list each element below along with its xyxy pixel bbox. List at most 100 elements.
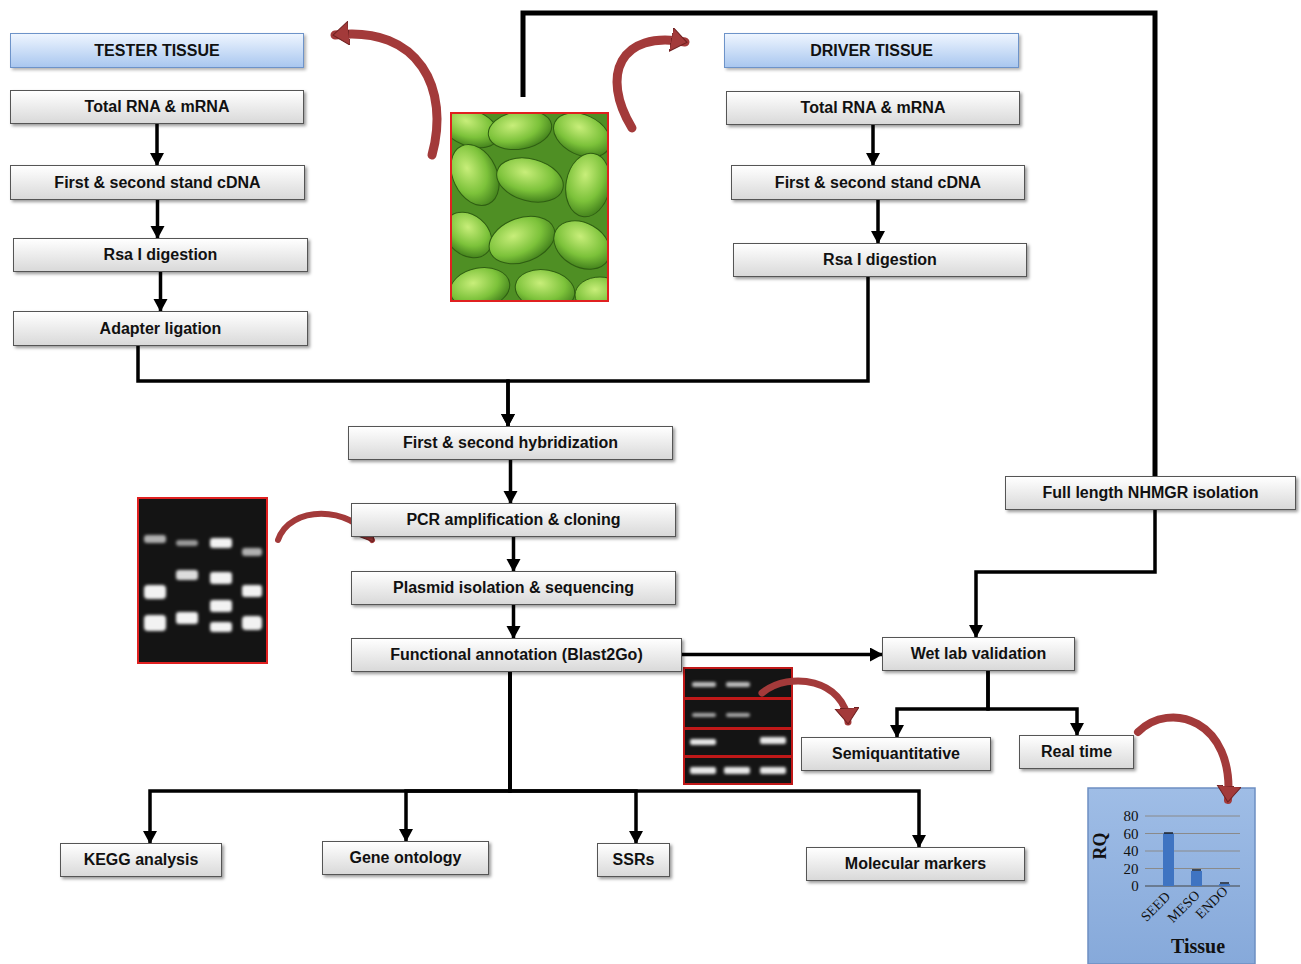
gel-strips-part-part (726, 682, 750, 687)
gel-strips-part-part (724, 767, 750, 774)
process-box: Real time (1019, 735, 1134, 769)
gel-strips-part (684, 757, 792, 784)
flow-arrow (897, 671, 988, 737)
seed-photo-part-part (561, 150, 608, 221)
process-box: Full length NHMGR isolation (1005, 476, 1296, 510)
seed-photo-part (451, 113, 608, 301)
box-label: Molecular markers (845, 855, 986, 873)
rq-bar-chart-part-part (1220, 882, 1229, 883)
flow-arrow (509, 460, 513, 503)
box-label: Total RNA & mRNA (85, 98, 230, 116)
flow-arrow (406, 672, 510, 841)
gel-strips-part (684, 699, 792, 728)
box-label: Gene ontology (350, 849, 462, 867)
seed-photo (435, 101, 625, 315)
axis-tick-label: 0 (1131, 878, 1139, 895)
gel-image-part-part (176, 612, 198, 624)
process-box: First & second hybridization (348, 426, 673, 460)
rq-bar-chart-part (1088, 788, 1255, 964)
gel-strips-part-part (726, 713, 750, 717)
gel-image-part-part (210, 538, 232, 548)
box-label: Plasmid isolation & sequencing (393, 579, 634, 597)
box-label: First & second stand cDNA (775, 174, 981, 192)
axis-title: Tissue (1171, 935, 1225, 958)
callout-arrow-part (617, 40, 685, 128)
seed-photo-part-part (485, 113, 555, 154)
gel-strips-part (690, 682, 786, 774)
tissue-header-box: TESTER TISSUE (10, 33, 304, 68)
gel-image (138, 498, 267, 663)
rq-bar-chart-part (1145, 816, 1240, 869)
callout-arrow (278, 34, 1229, 800)
gel-strips-part-part (690, 739, 716, 745)
flow-arrow (512, 605, 516, 638)
gel-image-part-part (176, 540, 198, 546)
process-box: Adapter ligation (13, 311, 308, 346)
box-label: Functional annotation (Blast2Go) (390, 646, 642, 664)
process-box: Total RNA & mRNA (726, 91, 1020, 125)
flow-arrow (156, 200, 160, 238)
seed-photo-part-part (512, 265, 578, 301)
rq-bar-chart-part-part (1192, 869, 1201, 870)
rq-bar-chart-part-part (1145, 816, 1240, 817)
gel-image-part-part (176, 570, 198, 580)
gel-strips-part-part (760, 767, 786, 774)
flow-arrow (682, 653, 882, 657)
flow-arrow (150, 672, 510, 843)
process-box: Gene ontology (322, 841, 489, 875)
box-label: Adapter ligation (100, 320, 222, 338)
gel-image-part-part (210, 600, 232, 612)
process-box: Plasmid isolation & sequencing (351, 571, 676, 605)
rq-bar-chart-part (1164, 833, 1229, 883)
gel-image-part-part (210, 572, 232, 584)
rq-bar-chart-part-part (1145, 833, 1240, 834)
axis-title: RQ (1090, 833, 1111, 860)
box-label: Semiquantitative (832, 745, 960, 763)
flow-arrow (876, 200, 880, 243)
gel-image-part (144, 535, 262, 632)
gel-image-part-part (144, 615, 166, 631)
flow-arrow (510, 672, 636, 843)
box-label: First & second stand cDNA (54, 174, 260, 192)
process-box: Semiquantitative (801, 737, 991, 771)
box-label: SSRs (613, 851, 655, 869)
gel-image-part-part (210, 622, 232, 632)
flow-arrow (155, 124, 159, 165)
rq-bar-chart-part-part (1164, 832, 1173, 833)
gel-image-part (138, 498, 267, 663)
box-label: Full length NHMGR isolation (1043, 484, 1259, 502)
box-label: Wet lab validation (911, 645, 1047, 663)
flow-arrow (512, 537, 516, 571)
gel-image-part-part (144, 535, 166, 543)
process-box: First & second stand cDNA (731, 165, 1025, 200)
tissue-header-box: DRIVER TISSUE (724, 33, 1019, 68)
flow-arrow (871, 125, 875, 165)
rq-bar-chart-part (1163, 834, 1174, 887)
layout-wire (523, 13, 1155, 476)
process-box: Functional annotation (Blast2Go) (351, 638, 682, 672)
box-label: First & second hybridization (403, 434, 618, 452)
callout-arrow-part (1138, 717, 1229, 800)
rq-bar-chart-part-part (1145, 851, 1240, 852)
gel-image-part-part (242, 548, 262, 556)
box-label: PCR amplification & cloning (406, 511, 620, 529)
flow-arrow (976, 510, 1155, 637)
box-label: Rsa I digestion (823, 251, 937, 269)
rq-bar-chart (1088, 788, 1255, 964)
gel-image-part-part (242, 585, 262, 597)
gel-image-part-part (144, 585, 166, 599)
box-label: KEGG analysis (84, 851, 199, 869)
process-box: Molecular markers (806, 847, 1025, 881)
seed-photo-part-part (492, 151, 569, 209)
seed-photo-part-part (545, 211, 608, 279)
axis-tick-label: 20 (1124, 861, 1139, 878)
rq-bar-chart-part-part (1145, 868, 1240, 869)
box-label: Real time (1041, 743, 1112, 761)
gel-strips-part-part (692, 713, 716, 717)
process-box: PCR amplification & cloning (351, 503, 676, 537)
box-label: DRIVER TISSUE (810, 42, 933, 60)
process-box: Rsa I digestion (733, 243, 1027, 277)
process-box: First & second stand cDNA (10, 165, 305, 200)
gel-image-part-part (242, 616, 262, 630)
axis-tick-label: 60 (1124, 826, 1139, 843)
